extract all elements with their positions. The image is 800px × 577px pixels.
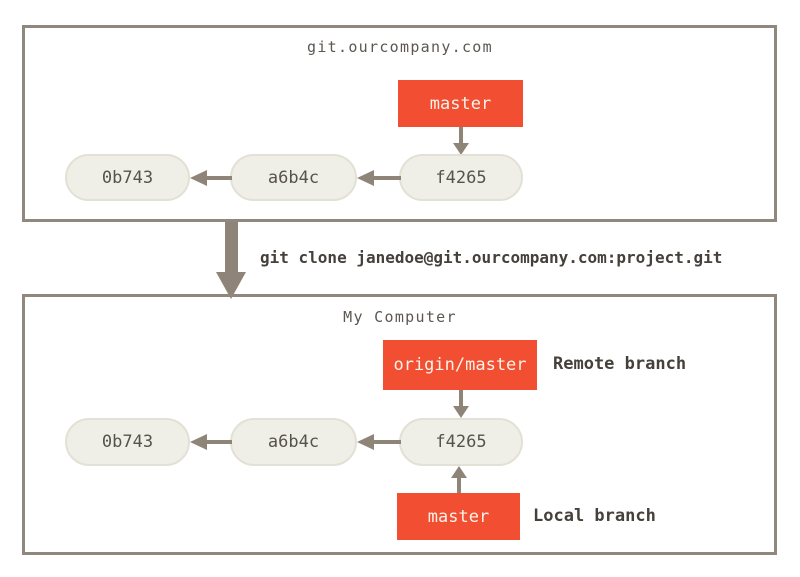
arrow-left-icon xyxy=(190,434,207,450)
remote-repo-box xyxy=(22,25,777,222)
remote-repo-title: git.ourcompany.com xyxy=(307,38,493,56)
arrow-left-icon xyxy=(357,170,374,186)
origin-master-branch-label: origin/master xyxy=(383,340,537,390)
remote-master-branch-label: master xyxy=(398,80,523,127)
local-commit-f4265: f4265 xyxy=(399,418,523,466)
arrow-left-icon xyxy=(190,170,207,186)
remote-commit-a6b4c: a6b4c xyxy=(230,154,357,201)
arrow-down-icon xyxy=(453,143,469,155)
origin-master-pointer-line xyxy=(459,390,463,407)
arrow-down-icon xyxy=(453,406,469,418)
remote-commit-f4265: f4265 xyxy=(399,154,523,201)
remote-parent-line-1 xyxy=(206,176,232,180)
clone-command-text: git clone janedoe@git.ourcompany.com:pro… xyxy=(260,248,723,267)
remote-parent-line-2 xyxy=(373,176,401,180)
remote-commit-0b743: 0b743 xyxy=(65,154,190,201)
clone-transfer-arrow-shaft xyxy=(225,222,238,272)
arrow-up-icon xyxy=(451,466,467,478)
local-master-pointer-line xyxy=(457,477,461,493)
arrow-left-icon xyxy=(357,434,374,450)
local-repo-box xyxy=(22,294,777,555)
local-repo-title: My Computer xyxy=(343,308,457,326)
local-commit-a6b4c: a6b4c xyxy=(230,418,357,466)
local-commit-0b743: 0b743 xyxy=(65,418,190,466)
local-parent-line-1 xyxy=(206,440,232,444)
remote-master-pointer-line xyxy=(459,127,463,144)
local-parent-line-2 xyxy=(373,440,401,444)
local-master-branch-label: master xyxy=(397,493,520,540)
remote-branch-annotation: Remote branch xyxy=(553,354,687,374)
local-branch-annotation: Local branch xyxy=(533,506,656,526)
